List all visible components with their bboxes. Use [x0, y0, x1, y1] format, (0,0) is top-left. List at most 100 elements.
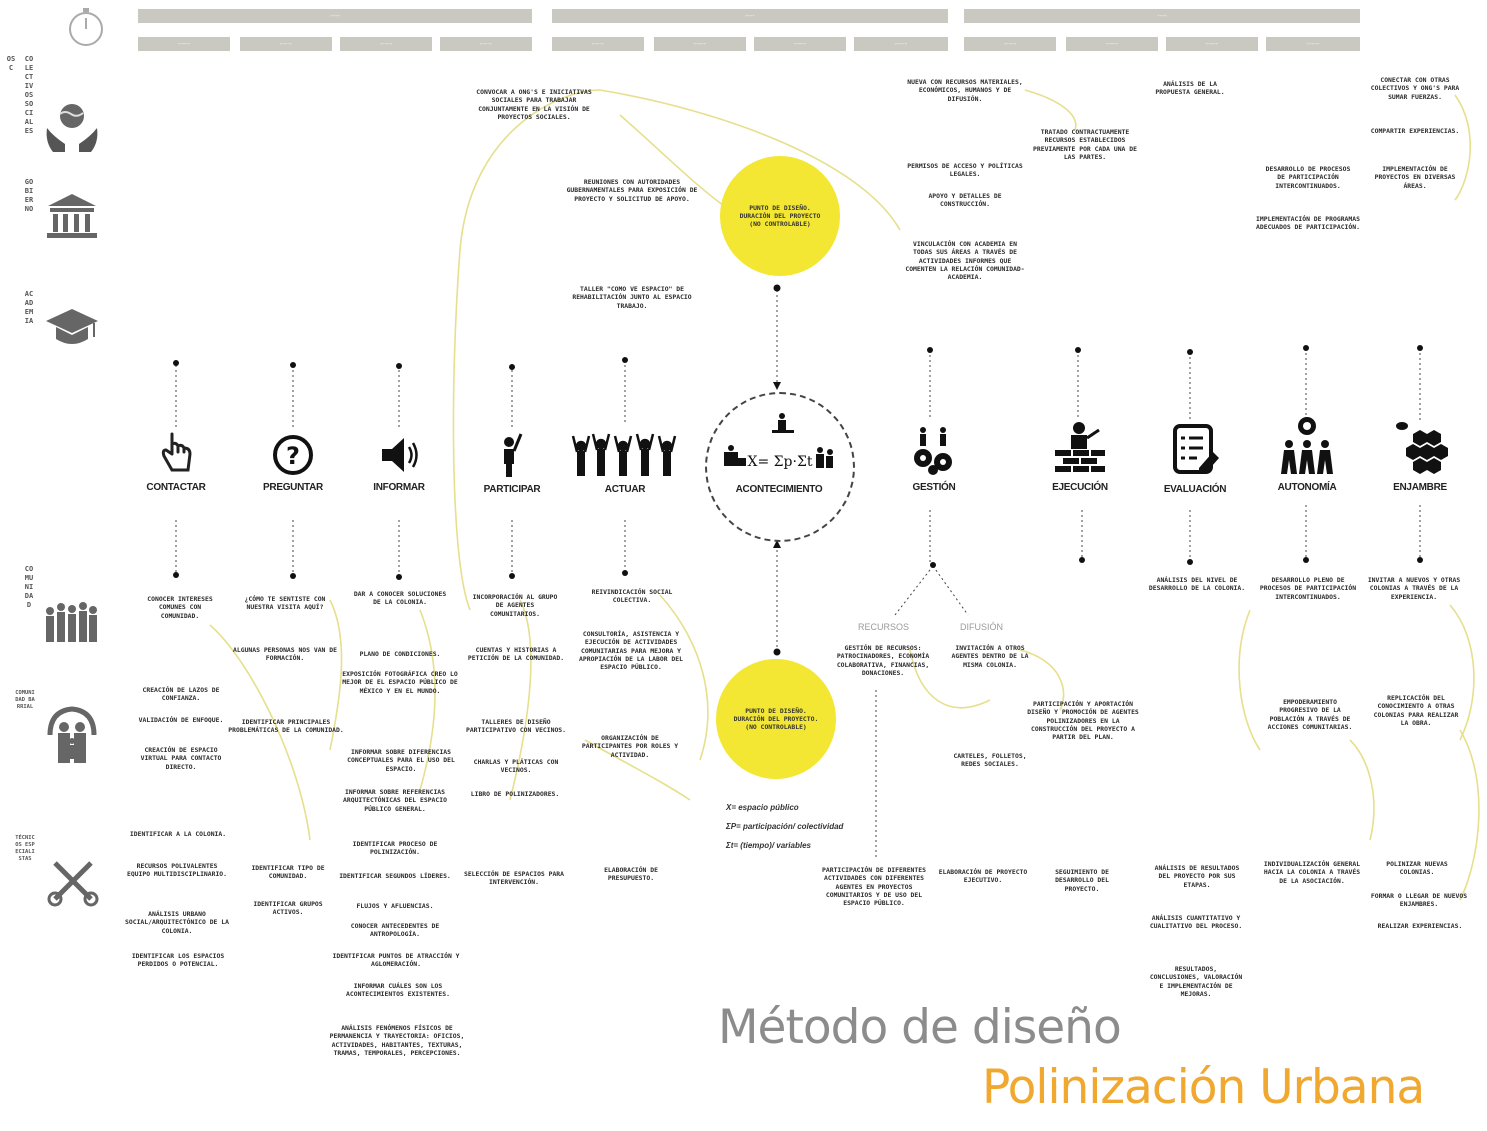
svg-text:?: ? [286, 442, 300, 470]
design-point-top-label: PUNTO DE DISEÑO. DURACIÓN DEL PROYECTO (… [739, 204, 821, 228]
stage-autonomia: AUTONOMÍA [1252, 414, 1362, 493]
stage-label: PARTICIPAR [483, 484, 541, 495]
stage-label: AUTONOMÍA [1277, 482, 1337, 493]
note-taller-espacio: TALLER "COMO VE ESPACIO" DE REHABILITACI… [572, 285, 692, 310]
note-identificar-colonia: IDENTIFICAR A LA COLONIA. [129, 830, 227, 838]
tools-icon [47, 861, 99, 907]
note-cuentas-historias: CUENTAS Y HISTORIAS A PETICIÓN DE LA COM… [467, 646, 565, 663]
note-analisis-cuantitativo: ANÁLISIS CUANTITATIVO Y CUALITATIVO DEL … [1149, 914, 1243, 931]
note-como-sentiste: ¿CÓMO TE SENTISTE CON NUESTRA VISITA AQU… [244, 595, 326, 612]
stage-label: EVALUACIÓN [1163, 484, 1227, 495]
note-participacion-actividades: PARTICIPACIÓN DE DIFERENTES ACTIVIDADES … [822, 866, 926, 908]
design-point-bottom-label: PUNTO DE DISEÑO. DURACIÓN DEL PROYECTO. … [733, 707, 819, 731]
question-icon: ? [273, 435, 313, 475]
government-building-icon [47, 194, 97, 238]
gestion-branch-difusion: DIFUSIÓN [960, 622, 1004, 632]
note-permisos: PERMISOS DE ACCESO Y POLÍTICAS LEGALES. [907, 162, 1023, 179]
note-lazos: CREACIÓN DE LAZOS DE CONFIANZA. [142, 686, 220, 703]
hands-globe-icon [46, 104, 98, 152]
note-puntos-atraccion: IDENTIFICAR PUNTOS DE ATRACCIÓN Y AGLOME… [332, 952, 460, 969]
note-nivel-desarrollo: ANÁLISIS DEL NIVEL DE DESARROLLO DE LA C… [1148, 576, 1246, 593]
note-formacion: ALGUNAS PERSONAS NOS VAN DE FORMACIÓN. [233, 646, 337, 663]
note-proyecto-ejecutivo: ELABORACIÓN DE PROYECTO EJECUTIVO. [938, 868, 1028, 885]
stage-label: CONTACTAR [146, 482, 206, 493]
design-point-top: PUNTO DE DISEÑO. DURACIÓN DEL PROYECTO (… [720, 156, 840, 276]
note-empoderamiento: EMPODERAMIENTO PROGRESIVO DE LA POBLACIÓ… [1267, 698, 1353, 731]
note-implementacion-proyectos: IMPLEMENTACIÓN DE PROYECTOS EN DIVERSAS … [1374, 165, 1456, 190]
period-header: ----- [1266, 37, 1360, 51]
builder-bricks-icon [1055, 422, 1105, 472]
note-compartir: COMPARTIR EXPERIENCIAS. [1370, 127, 1460, 135]
row-label-academia: ACADEMIA [24, 290, 34, 325]
stage-label: ENJAMBRE [1393, 482, 1447, 493]
person-raising-hand-icon [504, 433, 523, 477]
people-gear-icon [1281, 417, 1333, 474]
year-header-1: ---- [138, 9, 532, 23]
note-presupuesto: ELABORACIÓN DE PRESUPUESTO. [604, 866, 658, 883]
stage-evaluacion: EVALUACIÓN [1140, 422, 1250, 495]
note-consultoria: CONSULTORÍA, ASISTENCIA Y EJECUCIÓN DE A… [579, 630, 683, 672]
note-recursos-polivalentes: RECURSOS POLIVALENTES EQUIPO MULTIDISCIP… [126, 862, 228, 879]
note-tratado-recursos: TRATADO CONTRACTUAMENTE RECURSOS ESTABLE… [1033, 128, 1137, 161]
formula-icon: X= Σp·Σt [724, 413, 833, 470]
acontecimiento-circle [705, 392, 855, 542]
speaker-icon [382, 438, 418, 472]
note-soluciones: DAR A CONOCER SOLUCIONES DE LA COLONIA. [353, 590, 447, 607]
hand-pointer-icon [161, 432, 192, 472]
graduation-cap-icon [46, 309, 98, 344]
note-tipo-comunidad: IDENTIFICAR TIPO DE COMUNIDAD. [251, 864, 325, 881]
note-espacios-perdidos: IDENTIFICAR LOS ESPACIOS PERDIDOS O POTE… [131, 952, 225, 969]
note-diferencias: INFORMAR SOBRE DIFERENCIAS CONCEPTUALES … [347, 748, 455, 773]
stage-ejecucion: EJECUCIÓN [1025, 420, 1135, 493]
note-reivindicacion: REIVINDICACIÓN SOCIAL COLECTIVA. [591, 588, 673, 605]
gestion-branch-recursos: RECURSOS [858, 622, 910, 632]
family-icon [47, 706, 97, 763]
period-header: ----- [964, 37, 1056, 51]
note-flujos: FLUJOS Y AFLUENCIAS. [356, 902, 434, 910]
gears-people-icon [914, 427, 952, 475]
row-label-gobierno: GOBIERNO [24, 178, 34, 213]
note-carteles: CARTELES, FOLLETOS, REDES SOCIALES. [953, 752, 1027, 769]
note-antecedentes: CONOCER ANTECEDENTES DE ANTROPOLOGÍA. [350, 922, 440, 939]
note-problematicas: IDENTIFICAR PRINCIPALES PROBLEMÁTICAS DE… [228, 718, 344, 735]
stage-label: INFORMAR [373, 482, 425, 493]
period-header: ----- [138, 37, 230, 51]
row-label-osc: OSC [6, 55, 16, 72]
note-convocar-ong: CONVOCAR A ONG'S E INICIATIVAS SOCIALES … [476, 88, 592, 121]
note-referencias: INFORMAR SOBRE REFERENCIAS ARQUITECTÓNIC… [343, 788, 447, 813]
note-talleres-diseno: TALLERES DE DISEÑO PARTICIPATIVO CON VEC… [465, 718, 567, 735]
note-polinizar: POLINIZAR NUEVAS COLONIAS. [1386, 860, 1448, 877]
note-invitar-colonias: INVITAR A NUEVOS Y OTRAS COLONIAS A TRAV… [1367, 576, 1461, 601]
note-exposicion: EXPOSICIÓN FOTOGRÁFICA CREO LO MEJOR DE … [342, 670, 458, 695]
legend-participacion: ΣP= participación/ colectividad [726, 822, 844, 831]
stage-informar: INFORMAR [344, 434, 454, 493]
note-nuevos-enjambres: FORMAR O LLEGAR DE NUEVOS ENJAMBRES. [1370, 892, 1468, 909]
checklist-icon [1173, 424, 1219, 474]
stage-enjambre: ENJAMBRE [1365, 416, 1475, 493]
note-conectar-colectivos: CONECTAR CON OTRAS COLECTIVOS Y ONG'S PA… [1370, 76, 1460, 101]
row-label-colectivos: COLECTIVOS SOCIALES [24, 55, 34, 135]
stage-preguntar: ? PREGUNTAR [238, 434, 348, 493]
period-header: ----- [854, 37, 948, 51]
stage-participar: PARTICIPAR [457, 430, 567, 495]
stage-actuar: ACTUAR [570, 430, 680, 495]
note-resultados-etapas: ANÁLISIS DE RESULTADOS DEL PROYECTO POR … [1154, 864, 1240, 889]
note-seleccion-espacios: SELECCIÓN DE ESPACIOS PARA INTERVENCIÓN. [463, 870, 565, 887]
legend-tiempo: Σt= (tiempo)/ variables [726, 841, 811, 850]
note-incorporacion: INCORPORACIÓN AL GRUPO DE AGENTES COMUNI… [472, 593, 558, 618]
note-grupos-activos: IDENTIFICAR GRUPOS ACTIVOS. [253, 900, 323, 917]
period-header: ----- [654, 37, 746, 51]
note-organizacion-roles: ORGANIZACIÓN DE PARTICIPANTES POR ROLES … [581, 734, 679, 759]
stage-label: GESTIÓN [912, 482, 956, 493]
crowd-icon [46, 602, 97, 642]
note-proceso-polinizacion: IDENTIFICAR PROCESO DE POLINIZACIÓN. [352, 840, 438, 857]
stage-contactar: CONTACTAR [121, 430, 231, 493]
note-reuniones-gobierno: REUNIONES CON AUTORIDADES GUBERNAMENTALE… [566, 178, 698, 203]
stage-label: ACONTECIMIENTO [735, 484, 823, 495]
note-apoyo: APOYO Y DETALLES DE CONSTRUCCIÓN. [928, 192, 1002, 209]
note-desarrollo-pleno: DESARROLLO PLENO DE PROCESOS DE PARTICIP… [1259, 576, 1357, 601]
note-seguimiento: SEGUIMIENTO DE DESARROLLO DEL PROYECTO. [1055, 868, 1109, 893]
period-header: ----- [340, 37, 432, 51]
stage-gestion: GESTIÓN [879, 424, 989, 493]
